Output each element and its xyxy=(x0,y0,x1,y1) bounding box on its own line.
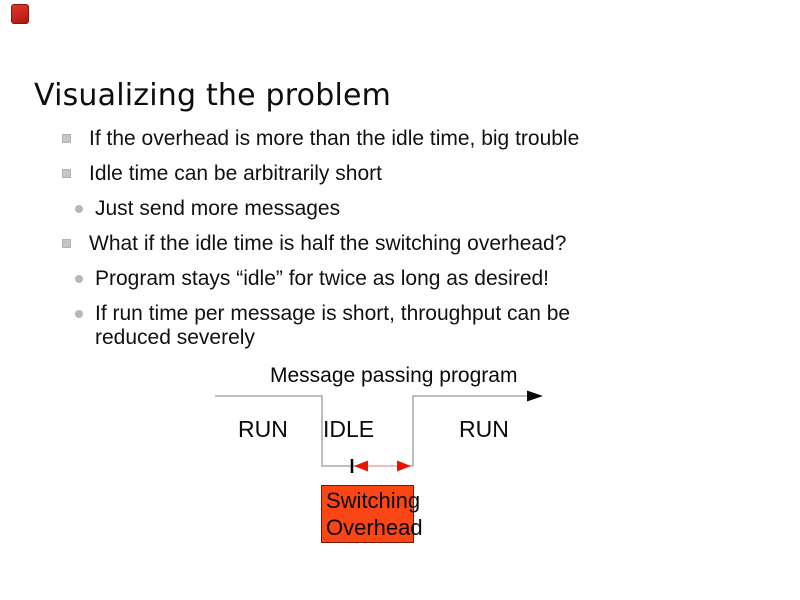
switching-overhead-box: Switching Overhead xyxy=(321,485,423,543)
timeline-diagram xyxy=(215,390,543,473)
bullet-list: If the overhead is more than the idle ti… xyxy=(62,127,722,361)
square-bullet-icon xyxy=(62,169,71,178)
bullet-item: Program stays “idle” for twice as long a… xyxy=(62,267,722,291)
bullet-text: What if the idle time is half the switch… xyxy=(89,232,567,255)
overhead-arrow-left-head xyxy=(354,460,368,472)
bullet-text: If run time per message is short, throug… xyxy=(95,302,571,349)
label-idle: IDLE xyxy=(323,416,375,442)
bullet-item: If run time per message is short, throug… xyxy=(62,302,722,350)
bullet-text: Just send more messages xyxy=(95,197,341,220)
circle-bullet-icon xyxy=(75,310,83,318)
overhead-box-line2: Overhead xyxy=(326,515,423,540)
circle-bullet-icon xyxy=(75,205,83,213)
red-badge-icon xyxy=(11,4,29,24)
timeline-arrowhead-icon xyxy=(527,390,543,402)
bullet-text: Program stays “idle” for twice as long a… xyxy=(95,267,550,290)
label-run-right: RUN xyxy=(459,416,509,442)
square-bullet-icon xyxy=(62,134,71,143)
square-bullet-icon xyxy=(62,239,71,248)
diagram-caption: Message passing program xyxy=(270,364,518,387)
bullet-item: What if the idle time is half the switch… xyxy=(62,232,722,256)
label-run-left: RUN xyxy=(238,416,288,442)
overhead-box-line1: Switching xyxy=(326,488,421,513)
bullet-item: If the overhead is more than the idle ti… xyxy=(62,127,722,151)
slide-title: Visualizing the problem xyxy=(34,78,392,113)
overhead-arrow-right-head xyxy=(397,460,411,472)
bullet-text: Idle time can be arbitrarily short xyxy=(89,162,382,185)
bullet-item: Idle time can be arbitrarily short xyxy=(62,162,722,186)
circle-bullet-icon xyxy=(75,275,83,283)
bullet-item: Just send more messages xyxy=(62,197,722,221)
bullet-text: If the overhead is more than the idle ti… xyxy=(89,127,580,150)
